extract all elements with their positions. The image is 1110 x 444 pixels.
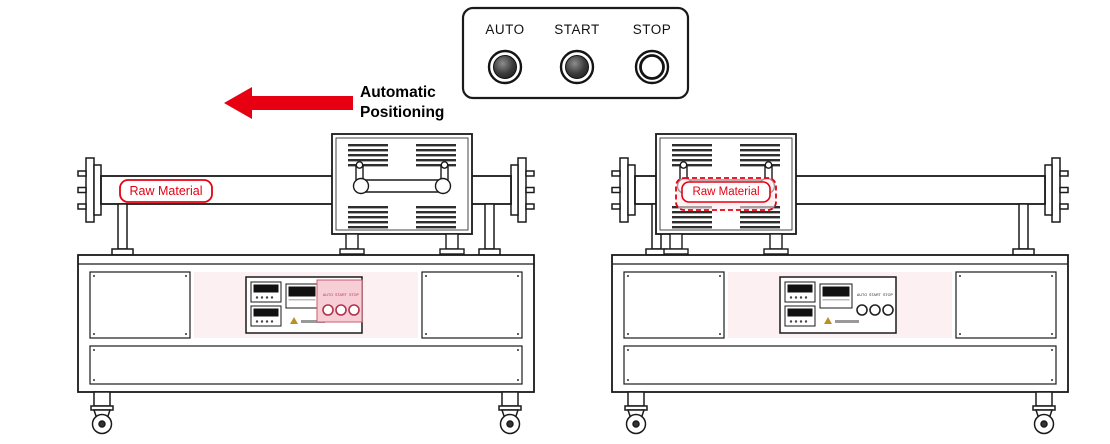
auto-button-label: AUTO — [485, 22, 524, 37]
start-button-illustration: START — [554, 22, 600, 85]
stop-button-illustration: STOP — [633, 22, 672, 85]
raw-material-label-right: Raw Material — [675, 177, 777, 211]
auto-positioning-arrow-icon — [224, 87, 353, 119]
control-panel-callout: AUTO START STOP — [461, 6, 690, 100]
machine-right: Raw Material — [612, 134, 1068, 434]
auto-button-pressed-face — [493, 55, 517, 79]
auto-button-illustration: AUTO — [485, 22, 524, 85]
raw-material-text-right: Raw Material — [692, 186, 759, 198]
raw-material-text-left: Raw Material — [130, 184, 203, 198]
raw-material-label-left: Raw Material — [119, 179, 213, 203]
stop-button-label: STOP — [633, 22, 672, 37]
auto-positioning-annotation: Automatic Positioning — [360, 84, 444, 121]
start-button-label: START — [554, 22, 600, 37]
button-cluster-highlight — [316, 279, 363, 323]
machine-left: Raw Material — [78, 134, 534, 434]
annotation-line1: Automatic — [360, 84, 436, 101]
start-button-pressed-face — [565, 55, 589, 79]
annotation-line2: Positioning — [360, 104, 444, 121]
stop-button-released-face — [639, 54, 665, 80]
